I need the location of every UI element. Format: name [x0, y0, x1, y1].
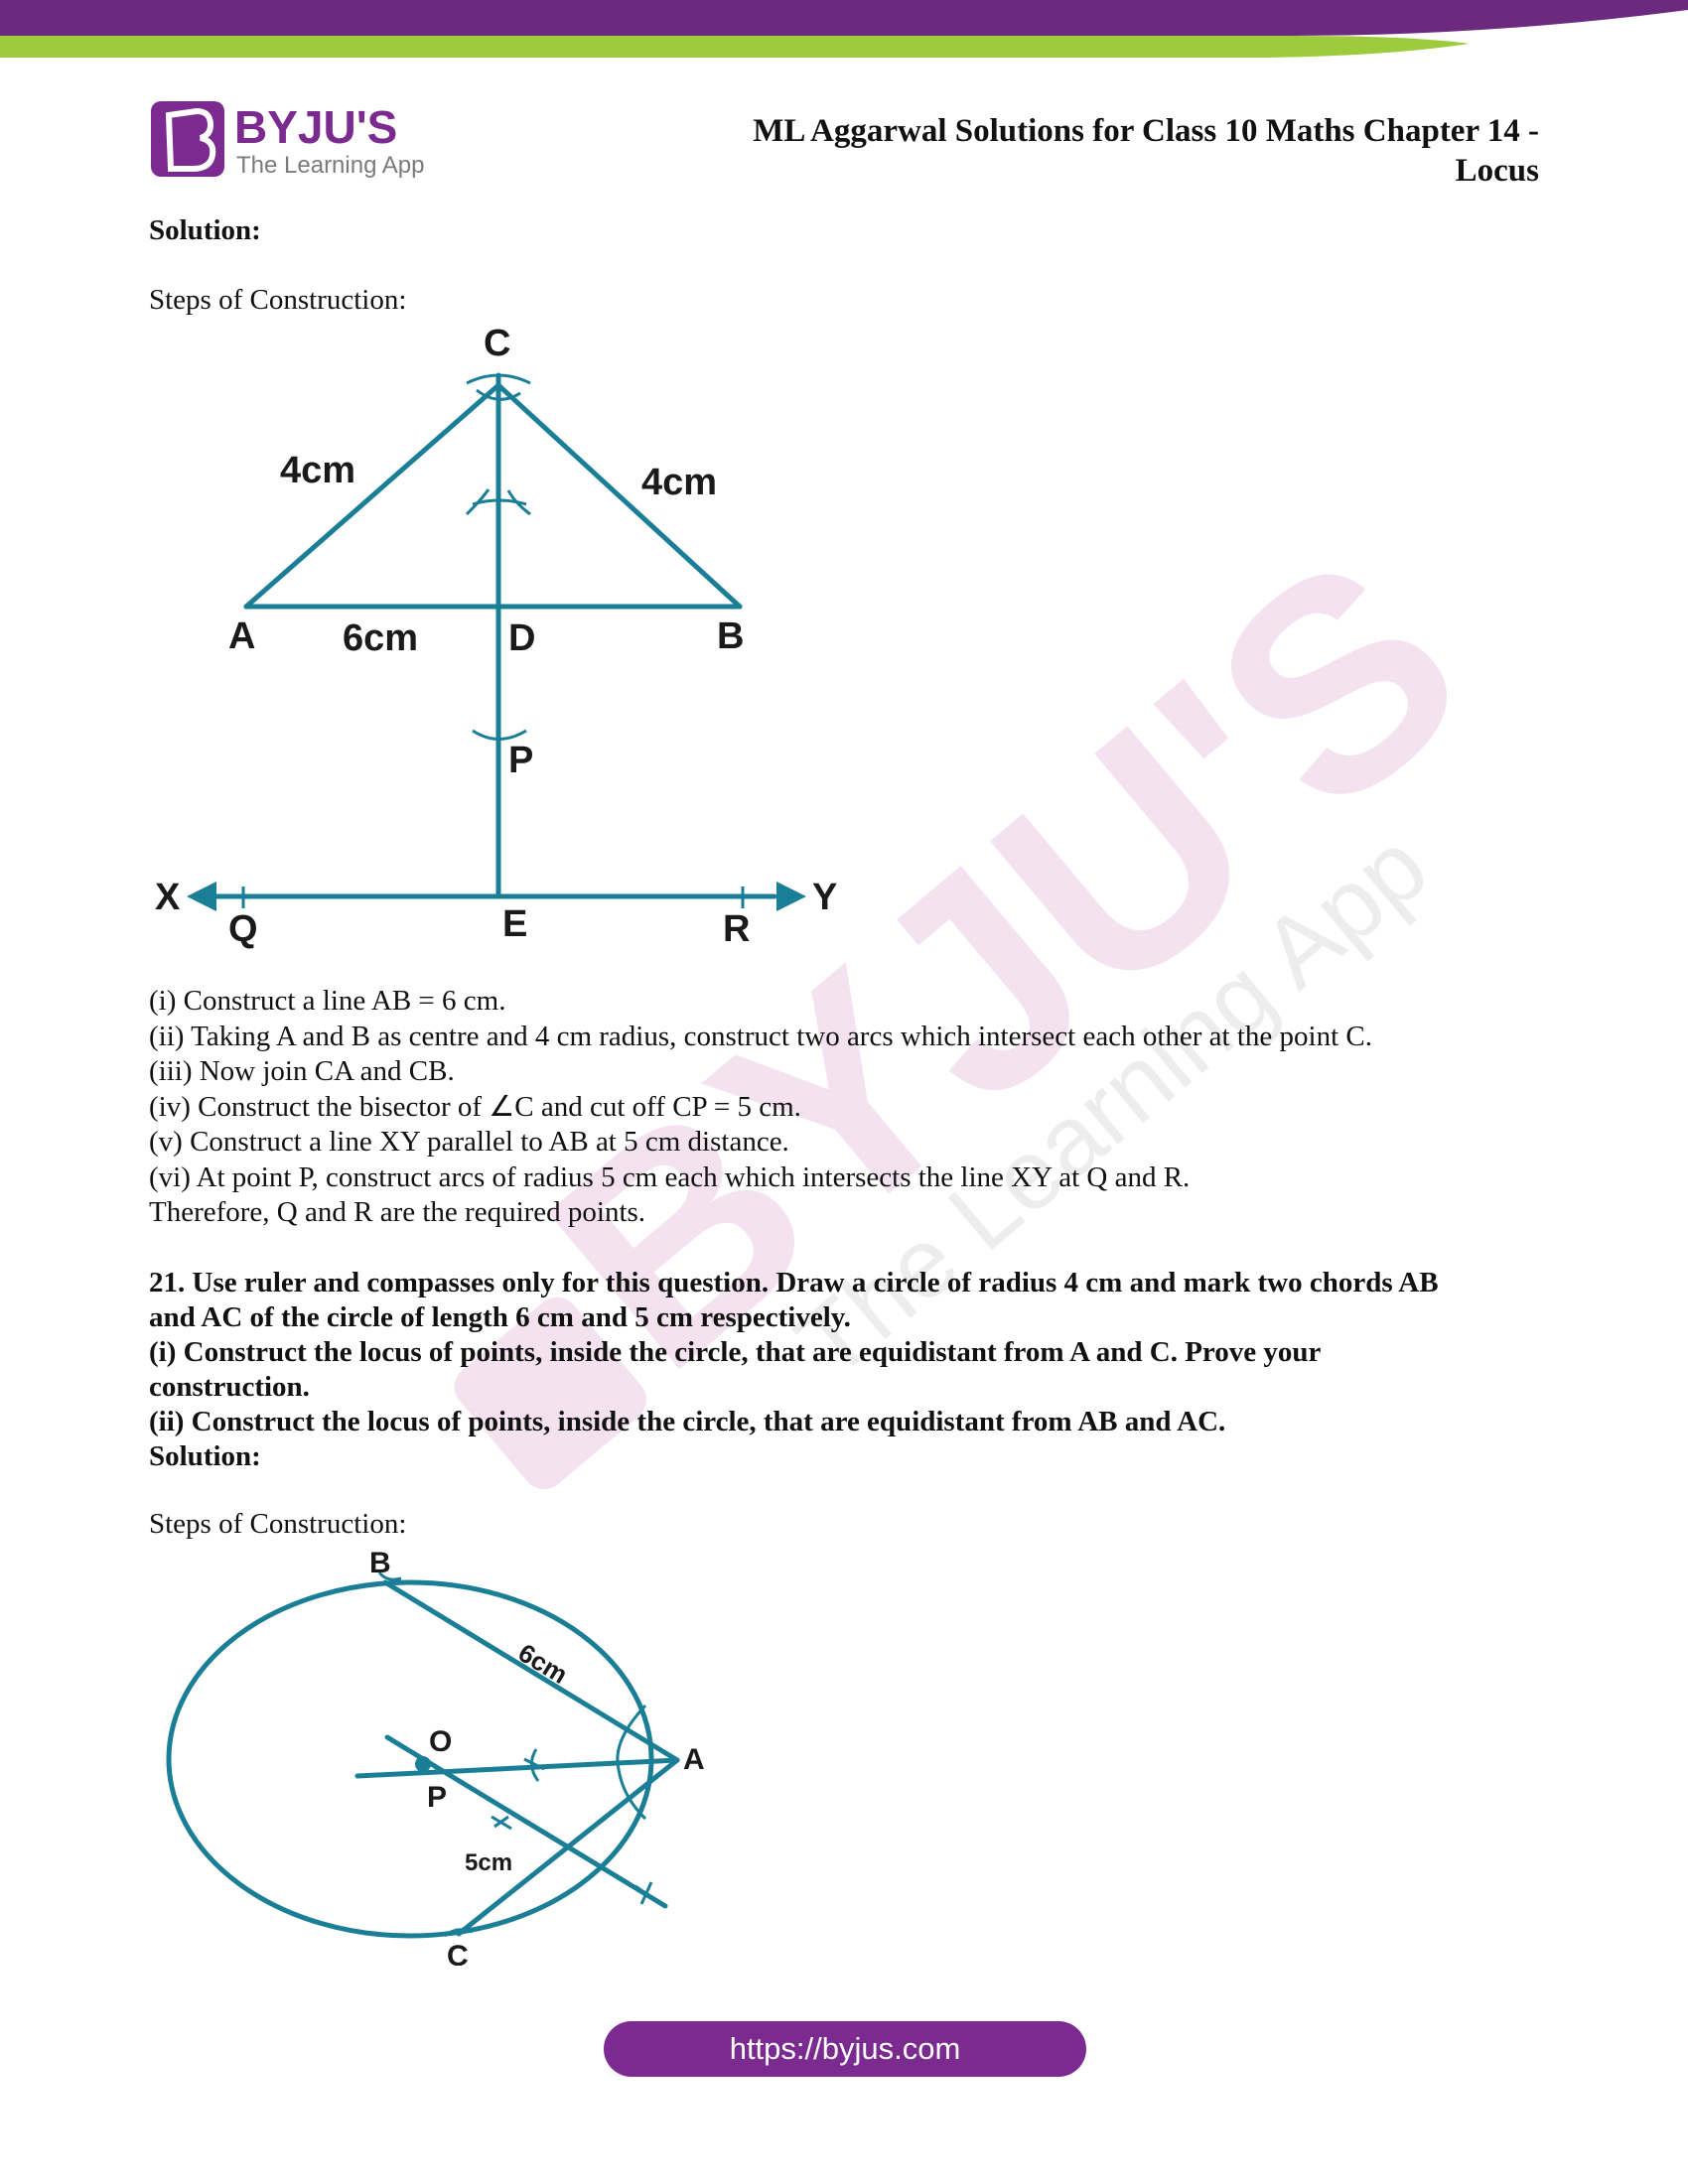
chord-ab	[382, 1579, 680, 1763]
centre-point	[415, 1756, 431, 1772]
footer-url-link[interactable]: https://byjus.com	[604, 2021, 1086, 2077]
solution-label: Solution:	[149, 1440, 261, 1472]
logo-tagline: The Learning App	[236, 152, 424, 179]
label-d: D	[508, 617, 535, 659]
label-bc-length: 4cm	[641, 462, 717, 503]
side-ca	[243, 382, 501, 610]
construction-steps-list: (i) Construct a line AB = 6 cm. (ii) Tak…	[149, 984, 1559, 1231]
label-p: P	[508, 740, 533, 781]
label-a: A	[228, 615, 255, 657]
label-e: E	[502, 903, 527, 945]
label-a: A	[683, 1743, 705, 1776]
label-ab-length: 6cm	[513, 1637, 573, 1690]
arrow-left-icon	[187, 882, 216, 911]
step-item: (vi) At point P, construct arcs of radiu…	[149, 1160, 1191, 1193]
logo-brand: BYJU'S	[234, 101, 397, 153]
question-line: (ii) Construct the locus of points, insi…	[149, 1406, 1226, 1437]
label-p: P	[427, 1781, 447, 1814]
label-x: X	[155, 877, 181, 918]
side-cb	[495, 382, 743, 610]
step-item: (iii) Now join CA and CB.	[149, 1055, 455, 1087]
question-21: 21. Use ruler and compasses only for thi…	[149, 1266, 1539, 1474]
circle-construction-figure: B A C O P 5cm 6cm	[166, 1547, 705, 1966]
label-c: C	[447, 1940, 469, 1966]
label-y: Y	[812, 877, 837, 918]
label-q: Q	[228, 908, 258, 950]
circle	[166, 1579, 654, 1939]
triangle-construction-figure: C A B D P X Y Q E R 4cm 4cm 6cm	[155, 323, 837, 950]
label-r: R	[723, 908, 750, 950]
header-title-line2: Locus	[1455, 153, 1539, 189]
label-ac-length: 5cm	[465, 1849, 512, 1876]
steps-heading: Steps of Construction:	[149, 284, 407, 316]
angle-bisector-line	[354, 1757, 680, 1779]
arrow-right-icon	[776, 882, 806, 911]
steps-heading: Steps of Construction:	[149, 1508, 407, 1540]
step-item: (ii) Taking A and B as centre and 4 cm r…	[149, 1020, 1372, 1052]
step-item: (v) Construct a line XY parallel to AB a…	[149, 1126, 789, 1158]
byjus-logo: BYJU'S The Learning App	[151, 101, 424, 179]
question-line: and AC of the circle of length 6 cm and …	[149, 1301, 851, 1333]
label-o: O	[429, 1725, 452, 1758]
question-line: 21. Use ruler and compasses only for thi…	[149, 1267, 1439, 1298]
label-b: B	[717, 615, 744, 657]
label-b: B	[369, 1547, 391, 1579]
label-ac-length: 4cm	[280, 450, 355, 491]
label-c: C	[484, 323, 510, 364]
top-color-band	[0, 0, 1688, 60]
question-line: (i) Construct the locus of points, insid…	[149, 1336, 1322, 1368]
label-ab-length: 6cm	[343, 617, 418, 659]
question-line: construction.	[149, 1371, 310, 1403]
step-item: (iv) Construct the bisector of ∠C and cu…	[149, 1090, 801, 1123]
page-header-title: ML Aggarwal Solutions for Class 10 Maths…	[645, 111, 1539, 191]
step-item: (i) Construct a line AB = 6 cm.	[149, 985, 506, 1017]
perpendicular-bisector-ac	[384, 1734, 668, 1909]
solution-label: Solution:	[149, 214, 261, 246]
step-conclusion: Therefore, Q and R are the required poin…	[149, 1196, 646, 1228]
header-title-line1: ML Aggarwal Solutions for Class 10 Maths…	[753, 113, 1539, 149]
